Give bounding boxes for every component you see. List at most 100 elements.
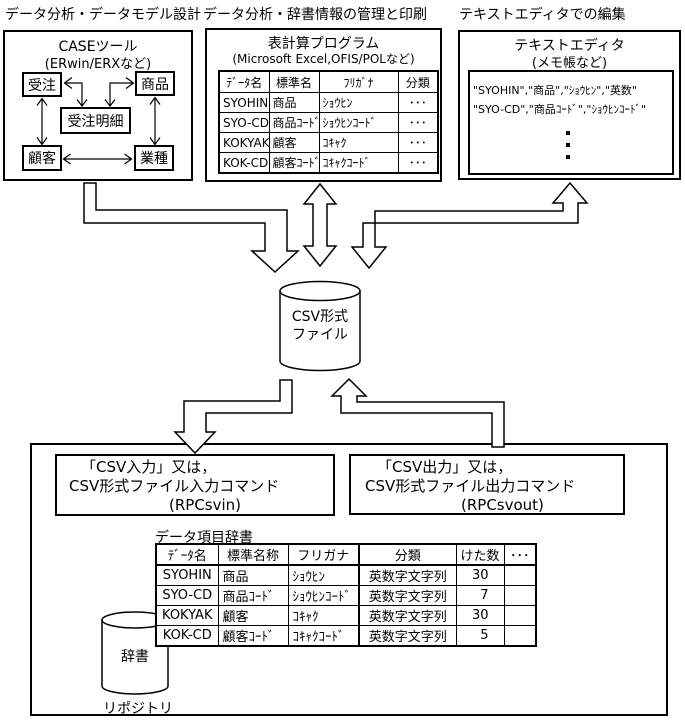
table-cell: 7 (455, 585, 505, 606)
csv-cylinder-rim (279, 290, 361, 302)
table-cell: ｼｮｳﾋﾝｺｰﾄﾞ (318, 112, 399, 133)
csv-text-line: "SYO-CD","商品ｺｰﾄﾞ","ｼｮｳﾋﾝｺｰﾄﾞ" (473, 103, 647, 116)
table-cell: 30 (455, 605, 505, 626)
table-cell (503, 564, 537, 586)
section-heading-case: データ分析・データモデル設計 (5, 7, 201, 23)
arrow-spreadsheet-csv-bidirectional (302, 182, 338, 268)
table-cell: 顧客 (217, 605, 289, 626)
spreadsheet-subtitle: (Microsoft Excel,OFIS/POLなど) (232, 52, 415, 66)
table-cell: ｺｷｬｸｺｰﾄﾞ (318, 152, 399, 174)
case-tool-title: CASEツール (58, 39, 138, 55)
csv-output-command-box: 「CSV出力」又は， CSV形式ファイル出力コマンド (RPCsvout) (349, 454, 625, 515)
column-header: 分類 (358, 543, 457, 566)
dictionary-cylinder-label: 辞書 (121, 649, 149, 665)
section-heading-spreadsheet: データ分析・辞書情報の管理と印刷 (203, 7, 427, 23)
column-header: ﾌﾘｶﾞﾅ (318, 70, 399, 93)
csv-text-line: "SYOHIN","商品","ｼｮｳﾋﾝ","英数" (473, 84, 637, 97)
csv-output-line1: 「CSV出力」又は， (377, 458, 513, 476)
table-cell: 30 (455, 564, 505, 586)
table-cell: ･･･ (397, 152, 439, 174)
csv-output-line2: CSV形式ファイル出力コマンド (365, 477, 576, 495)
table-cell (503, 605, 537, 626)
table-cell: SYO-CD (155, 585, 219, 606)
table-cell: 5 (455, 625, 505, 647)
table-cell: 顧客ｺｰﾄﾞ (217, 625, 289, 647)
entity-customer: 顧客 (22, 145, 62, 171)
vertical-ellipsis-icon (566, 155, 570, 159)
table-cell: SYOHIN (218, 92, 270, 113)
column-header: フリガナ (287, 543, 360, 566)
table-cell (503, 625, 537, 647)
csv-input-line3: (RPCsvin) (169, 496, 242, 514)
table-cell: ｼｮｳﾋﾝ (287, 564, 360, 586)
vertical-ellipsis-icon (566, 143, 570, 147)
arrow-editor-csv-bidirectional (350, 181, 589, 270)
table-cell: ･･･ (397, 132, 439, 153)
csv-file-label: CSV形式 ファイル (282, 308, 358, 344)
text-editor-title: テキストエディタ (514, 38, 625, 54)
column-header: 分類 (397, 70, 439, 93)
table-cell: SYOHIN (155, 564, 219, 586)
text-editor-content-box (468, 70, 674, 175)
case-tool-subtitle: (ERwin/ERXなど) (44, 57, 152, 72)
column-header: 標準名 (268, 70, 320, 93)
arrow-case-to-csv (83, 182, 300, 274)
header-row: ﾃﾞｰﾀ名標準名称フリガナ分類けた数･･･ (155, 543, 537, 566)
spreadsheet-title: 表計算プログラム (267, 36, 380, 52)
table-cell: 商品 (268, 92, 320, 113)
csv-input-command-box: 「CSV入力」又は， CSV形式ファイル入力コマンド (RPCsvin) (55, 454, 335, 516)
table-cell (503, 585, 537, 606)
table-cell: ｺｷｬｸ (318, 132, 399, 153)
arrow-output-command-to-csv (330, 377, 505, 448)
table-cell: 顧客 (268, 132, 320, 153)
csv-input-line1: 「CSV入力」又は， (81, 458, 217, 476)
vertical-ellipsis-icon (566, 131, 570, 135)
table-cell: ･･･ (397, 92, 439, 113)
entity-order: 受注 (22, 72, 62, 97)
table-cell: ･･･ (397, 112, 439, 133)
table-cell: 商品ｺｰﾄﾞ (217, 585, 289, 606)
table-cell: 商品 (217, 564, 289, 586)
repository-label: リポジトリ (103, 701, 173, 717)
csv-input-line2: CSV形式ファイル入力コマンド (69, 477, 280, 495)
column-header: 標準名称 (217, 543, 289, 566)
table-cell: 英数字文字列 (358, 605, 457, 626)
entity-industry: 業種 (134, 145, 174, 171)
text-editor-subtitle: (メモ帳など) (531, 56, 608, 71)
column-header: けた数 (455, 543, 505, 566)
header-row: ﾃﾞｰﾀ名標準名ﾌﾘｶﾞﾅ分類 (218, 70, 439, 93)
csv-output-line3: (RPCsvout) (461, 496, 544, 514)
entity-order-detail: 受注明細 (60, 107, 131, 134)
column-header: ･･･ (503, 543, 537, 566)
table-cell: ｼｮｳﾋﾝｺｰﾄﾞ (287, 585, 360, 606)
table-cell: KOK-CD (155, 625, 219, 647)
column-header: ﾃﾞｰﾀ名 (218, 70, 270, 93)
data-item-dictionary-label: データ項目辞書 (155, 530, 253, 546)
column-header: ﾃﾞｰﾀ名 (155, 543, 219, 566)
entity-product: 商品 (135, 71, 175, 96)
table-cell: ｺｷｬｸｺｰﾄﾞ (287, 625, 360, 647)
table-cell: 商品ｺｰﾄﾞ (268, 112, 320, 133)
csv-file-label-line1: CSV形式 (291, 309, 349, 325)
table-cell: 顧客ｺｰﾄﾞ (268, 152, 320, 174)
table-cell: KOKYAK (218, 132, 270, 153)
table-cell: 英数字文字列 (358, 625, 457, 647)
table-cell: 英数字文字列 (358, 564, 457, 586)
table-cell: ｺｷｬｸ (287, 605, 360, 626)
table-cell: KOK-CD (218, 152, 270, 174)
table-cell: ｼｮｳﾋﾝ (318, 92, 399, 113)
table-cell: KOKYAK (155, 605, 219, 626)
table-cell: SYO-CD (218, 112, 270, 133)
section-heading-editor: テキストエディタでの編集 (459, 7, 626, 23)
